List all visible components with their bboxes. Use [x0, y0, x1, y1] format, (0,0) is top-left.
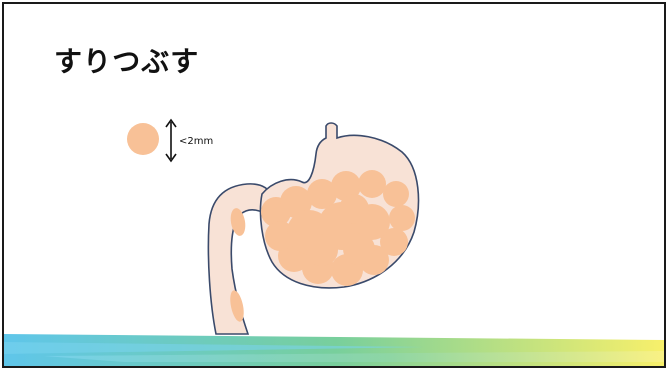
particle-icon	[127, 123, 159, 155]
stomach-icon	[208, 123, 418, 334]
particle-size-label: <2mm	[179, 136, 213, 147]
stomach-diagram: <2mm	[4, 4, 666, 368]
decorative-band	[4, 334, 666, 368]
double-arrow-icon	[166, 120, 176, 161]
slide: すりつぶす <2mm	[2, 2, 666, 368]
